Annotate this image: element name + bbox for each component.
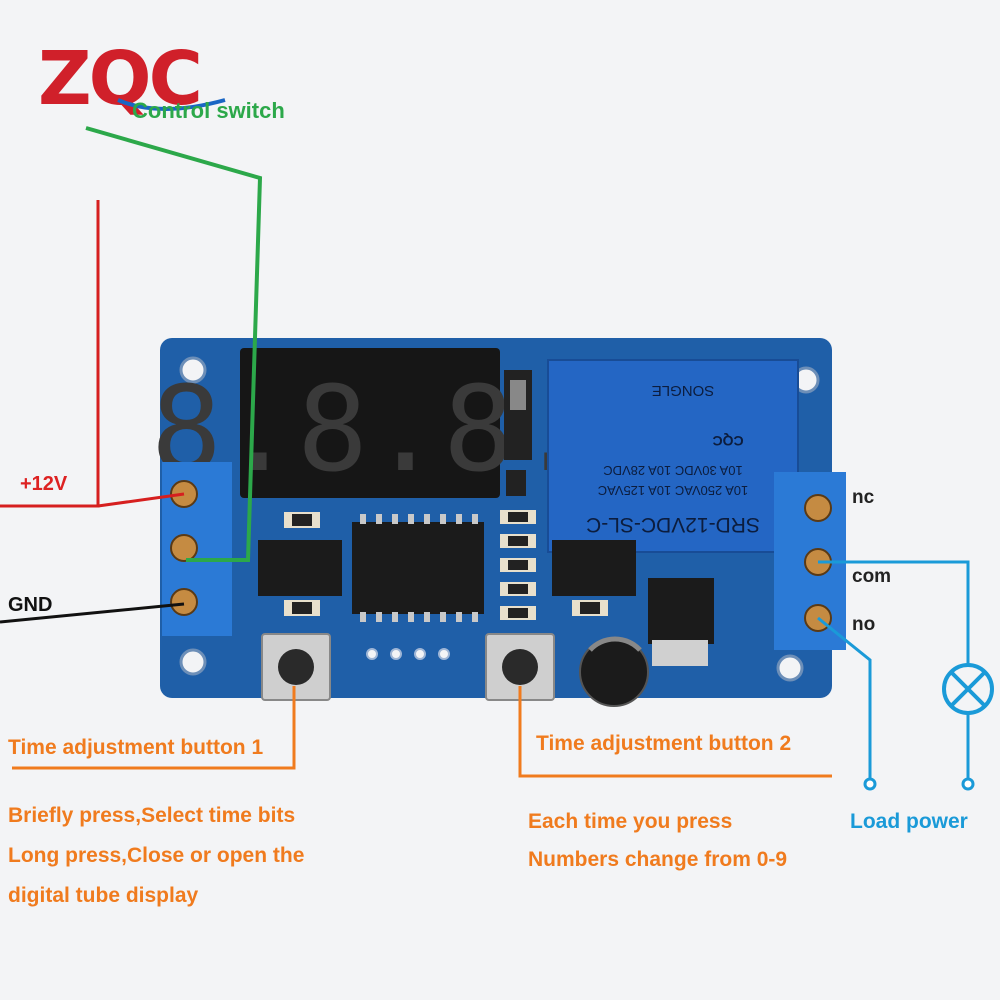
optocoupler-left xyxy=(258,540,342,596)
button2-desc-line1: Each time you press xyxy=(528,810,733,833)
smd-components xyxy=(284,470,608,620)
relay-rating-2: 10A 30VDC 10A 28VDC xyxy=(603,463,742,478)
relay-model: SRD-12VDC-SL-C xyxy=(586,513,760,536)
mounting-holes xyxy=(179,356,820,682)
label-gnd: GND xyxy=(8,594,53,616)
ground-wire xyxy=(0,602,185,624)
button1-desc-line3: digital tube display xyxy=(8,884,199,907)
zqc-logo: ZQC xyxy=(38,36,226,122)
button1-desc-line2: Long press,Close or open the xyxy=(8,844,305,867)
label-nc: nc xyxy=(852,487,875,508)
main-ic-chip xyxy=(352,522,484,614)
label-com: com xyxy=(852,566,892,587)
label-no: no xyxy=(852,614,876,635)
load-wire-com xyxy=(818,560,970,665)
relay-rating-1: 10A 250VAC 10A 125VAC xyxy=(598,483,749,498)
time-adjust-button-2[interactable] xyxy=(485,633,555,701)
voltage-regulator xyxy=(648,578,714,644)
button1-title: Time adjustment button 1 xyxy=(8,736,264,759)
power-wire-to-terminal xyxy=(97,492,185,508)
button2-callout xyxy=(518,686,832,778)
button2-desc-line2: Numbers change from 0-9 xyxy=(528,848,788,871)
lamp-icon xyxy=(942,663,994,715)
control-wire xyxy=(85,126,263,562)
load-power-terminals xyxy=(863,777,975,791)
relay-module xyxy=(547,359,799,553)
relay-mark: CQC xyxy=(712,433,743,449)
label-12v: +12V xyxy=(20,473,68,495)
power-wire xyxy=(0,200,100,508)
optocoupler-right xyxy=(552,540,636,596)
relay-brand: SONGLE xyxy=(652,382,715,399)
button2-title: Time adjustment button 2 xyxy=(536,732,792,755)
relay-print: SRD-12VDC-SL-C 10A 250VAC 10A 125VAC 10A… xyxy=(586,382,760,536)
button1-desc-line1: Briefly press,Select time bits xyxy=(8,804,296,827)
time-adjust-button-1[interactable] xyxy=(261,633,331,701)
seven-segment-display xyxy=(240,348,500,498)
header-holes xyxy=(366,648,450,660)
label-load-power: Load power xyxy=(850,810,968,833)
ic-pins xyxy=(360,514,478,622)
button1-callout xyxy=(12,686,296,770)
logo-tagline: Control switch xyxy=(132,98,285,123)
load-wire-no xyxy=(817,616,872,780)
input-terminal-screws xyxy=(170,480,198,616)
